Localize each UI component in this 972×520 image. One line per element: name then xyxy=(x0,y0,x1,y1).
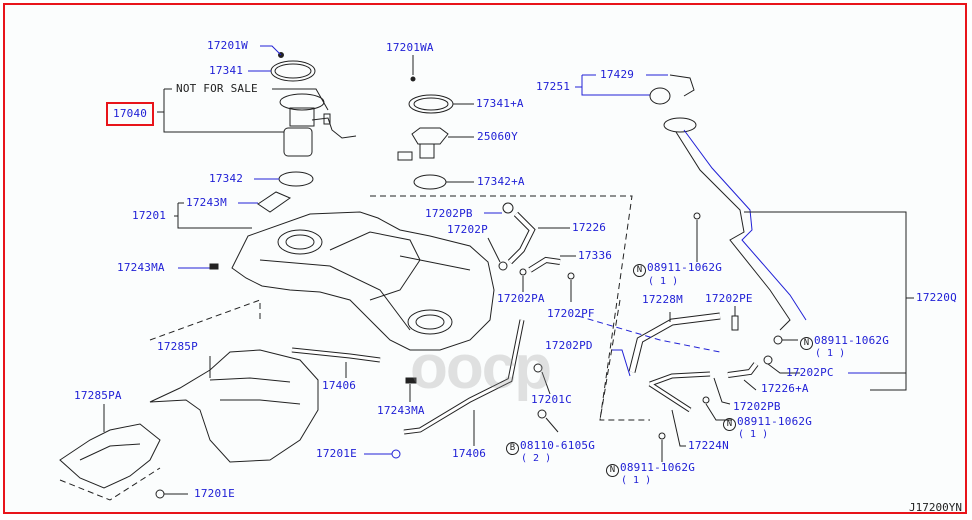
part-label-17220Q[interactable]: 17220Q xyxy=(916,291,957,304)
leader-17251 xyxy=(575,74,668,96)
part-label-17342[interactable]: 17342 xyxy=(209,172,244,185)
strap-17406-left xyxy=(291,347,381,363)
part-label-17243MA-left[interactable]: 17243MA xyxy=(117,261,165,274)
part-label-17342A[interactable]: 17342+A xyxy=(477,175,525,188)
quantity-08911-b: ( 1 ) xyxy=(815,348,846,359)
fuel-tank-17201 xyxy=(231,211,495,351)
part-label-25060Y[interactable]: 25060Y xyxy=(477,130,518,143)
diagram-frame xyxy=(3,3,967,514)
dashed-17202PD xyxy=(599,299,650,421)
gasket-17342A xyxy=(413,174,447,190)
insulator-17285P xyxy=(149,349,319,463)
fuel-pump-17040 xyxy=(279,93,357,157)
part-label-17201[interactable]: 17201 xyxy=(132,209,167,222)
part-label-17201E-mid[interactable]: 17201E xyxy=(316,447,357,460)
part-label-17202PA[interactable]: 17202PA xyxy=(497,292,545,305)
tube-17224N xyxy=(648,371,711,413)
part-label-17341A[interactable]: 17341+A xyxy=(476,97,524,110)
n-marker-icon: N xyxy=(633,264,646,277)
pad-17243M xyxy=(257,191,292,213)
hose-17226 xyxy=(507,211,536,265)
part-label-17251[interactable]: 17251 xyxy=(536,80,571,93)
part-label-17202PB-top[interactable]: 17202PB xyxy=(425,207,473,220)
quantity-08911-a: ( 1 ) xyxy=(648,276,679,287)
part-label-17201WA[interactable]: 17201WA xyxy=(386,41,434,54)
part-label-17285PA[interactable]: 17285PA xyxy=(74,389,122,402)
part-label-17202PB-bottom[interactable]: 17202PB xyxy=(733,400,781,413)
leader-17220Q xyxy=(744,211,914,391)
b-marker-icon: B xyxy=(506,442,519,455)
not-for-sale-note: NOT FOR SALE xyxy=(176,82,258,95)
part-number: 08911-1062G xyxy=(814,334,890,347)
part-label-17201C[interactable]: 17201C xyxy=(531,393,572,406)
part-number: 08911-1062G xyxy=(647,261,723,274)
part-label-17406-right[interactable]: 17406 xyxy=(452,447,487,460)
strap-17406-right xyxy=(403,319,525,435)
part-label-17202P[interactable]: 17202P xyxy=(447,223,488,236)
part-label-17285P[interactable]: 17285P xyxy=(157,340,198,353)
part-label-17040[interactable]: 17040 xyxy=(105,102,155,126)
part-number: 08911-1062G xyxy=(620,461,696,474)
hose-17226A xyxy=(727,362,759,378)
clip-17202PE xyxy=(731,315,739,331)
part-number: 08110-6105G xyxy=(520,439,596,452)
part-label-17201E-bottom[interactable]: 17201E xyxy=(194,487,235,500)
part-label-17226[interactable]: 17226 xyxy=(572,221,607,234)
leader-17201 xyxy=(174,202,252,229)
part-label-17429[interactable]: 17429 xyxy=(600,68,635,81)
part-label-17202PF[interactable]: 17202PF xyxy=(547,307,595,320)
insulator-17285PA xyxy=(59,423,161,489)
watermark: oocp xyxy=(410,333,552,402)
nut-17201E-mid xyxy=(391,449,401,459)
part-number: 08911-1062G xyxy=(737,415,813,428)
part-label-17243MA-mid[interactable]: 17243MA xyxy=(377,404,425,417)
leader-17040 xyxy=(157,88,329,133)
part-label-17243M[interactable]: 17243M xyxy=(186,196,227,209)
diagram-reference-code: J17200YN xyxy=(909,501,962,514)
leader-17201W xyxy=(260,45,282,56)
n-marker-icon: N xyxy=(723,418,736,431)
hose-17336 xyxy=(528,256,561,273)
quantity-08911-d: ( 1 ) xyxy=(621,475,652,486)
quantity-08110: ( 2 ) xyxy=(521,453,552,464)
part-label-17228M[interactable]: 17228M xyxy=(642,293,683,306)
part-label-17406-left[interactable]: 17406 xyxy=(322,379,357,392)
part-label-17202PD[interactable]: 17202PD xyxy=(545,339,593,352)
dashed-box-vent xyxy=(370,195,633,421)
part-label-17202PC[interactable]: 17202PC xyxy=(786,366,834,379)
part-label-17226A[interactable]: 17226+A xyxy=(761,382,809,395)
nut-17201E-bottom xyxy=(155,489,165,499)
sender-25060Y xyxy=(397,127,449,161)
part-label-17336[interactable]: 17336 xyxy=(578,249,613,262)
part-label-17341[interactable]: 17341 xyxy=(209,64,244,77)
part-label-17202PE[interactable]: 17202PE xyxy=(705,292,753,305)
part-label-17201W[interactable]: 17201W xyxy=(207,39,248,52)
n-marker-icon: N xyxy=(800,337,813,350)
gasket-17342 xyxy=(278,171,314,187)
hose-17228M xyxy=(628,312,721,373)
filler-neck-17220Q xyxy=(663,117,807,331)
n-marker-icon: N xyxy=(606,464,619,477)
quantity-08911-c: ( 1 ) xyxy=(738,429,769,440)
fuel-cap-17251 xyxy=(649,74,695,105)
part-label-17224N[interactable]: 17224N xyxy=(688,439,729,452)
